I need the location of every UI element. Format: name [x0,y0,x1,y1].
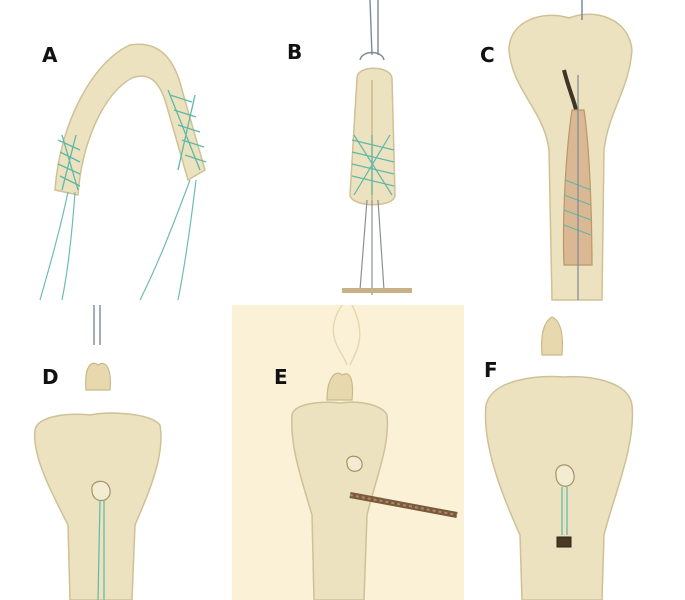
panel-e: E [232,305,464,600]
panel-d: D [0,305,232,600]
panel-f-tibia-fixation-image [484,316,634,600]
panel-d-tibia-image [33,305,162,600]
panel-c-tunnel-image [508,0,633,301]
panel-label-c: C [480,43,495,67]
panel-label-a: A [42,43,58,67]
panel-a-graft-image [39,43,207,301]
panel-c: C [464,0,685,305]
panel-label-f: F [484,358,498,382]
panel-f: F [464,305,685,600]
panel-label-e: E [274,365,288,389]
panel-b-graft-image [342,0,412,295]
panel-e-tibia-screw-image [290,305,458,600]
panel-label-d: D [42,365,59,389]
panel-b: B [232,0,464,305]
panel-label-b: B [287,40,303,64]
panel-a: A [0,0,232,305]
